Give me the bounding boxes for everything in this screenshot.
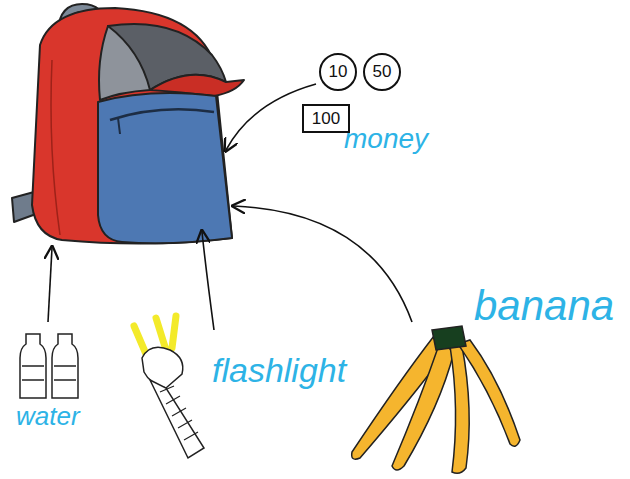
item-label: water [16, 402, 80, 431]
item-label: flashlight [212, 352, 346, 389]
coin: 10 [319, 53, 358, 92]
flashlight [134, 316, 204, 458]
water-bottles [20, 334, 78, 398]
amount-text: 10 [329, 63, 348, 80]
backpack [12, 4, 244, 244]
amount-text: 50 [373, 63, 392, 80]
banana [352, 326, 520, 473]
item-label: money [344, 124, 428, 155]
banknote: 100 [302, 104, 350, 133]
coin: 50 [363, 53, 402, 92]
amount-text: 100 [312, 110, 340, 127]
item-label: banana [474, 283, 614, 329]
arrows [48, 84, 412, 330]
